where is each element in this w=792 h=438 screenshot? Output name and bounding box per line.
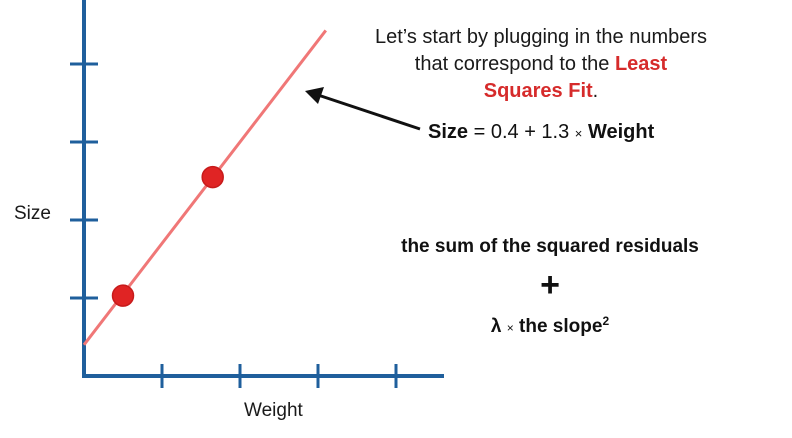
plus-sign: + — [540, 266, 560, 304]
fit-equation: Size = 0.4 + 1.3 × Weight — [428, 121, 654, 144]
squares-fit-highlight: Squares Fit — [483, 80, 593, 102]
lambda-slope-term: λ × the slope2 — [360, 308, 740, 341]
lambda-times: × — [506, 321, 514, 335]
slope-squared: 2 — [602, 314, 610, 328]
arrow-head-icon — [305, 87, 324, 104]
intro-text: Let’s start by plugging in the numbers t… — [336, 24, 746, 105]
arrow-to-line — [314, 92, 421, 131]
intro-period: . — [592, 80, 599, 102]
least-highlight: Least — [614, 53, 668, 75]
slope-text: the slope — [519, 316, 603, 337]
x-axis-label: Weight — [244, 400, 303, 421]
data-point — [201, 165, 224, 189]
intro-line-3: Squares Fit. — [336, 78, 746, 105]
equation-times: × — [574, 126, 583, 141]
sum-squared-residuals-text: the sum of the squared residuals — [401, 236, 699, 257]
points-layer — [111, 165, 224, 307]
lambda-symbol: λ — [490, 316, 502, 337]
equation-lhs: Size — [428, 121, 469, 143]
data-point — [111, 284, 135, 307]
axes — [70, 0, 444, 388]
equation-rhs: Weight — [587, 121, 655, 143]
y-axis-label: Size — [14, 203, 51, 224]
intro-line-1: Let’s start by plugging in the numbers — [374, 26, 708, 48]
intro-line-2: that correspond to the Least — [336, 51, 746, 78]
ridge-penalty-expression: the sum of the squared residuals + λ × t… — [360, 234, 740, 341]
equation-middle: = 0.4 + 1.3 — [473, 121, 570, 143]
intro-line-2-prefix: that correspond to the — [414, 53, 610, 75]
